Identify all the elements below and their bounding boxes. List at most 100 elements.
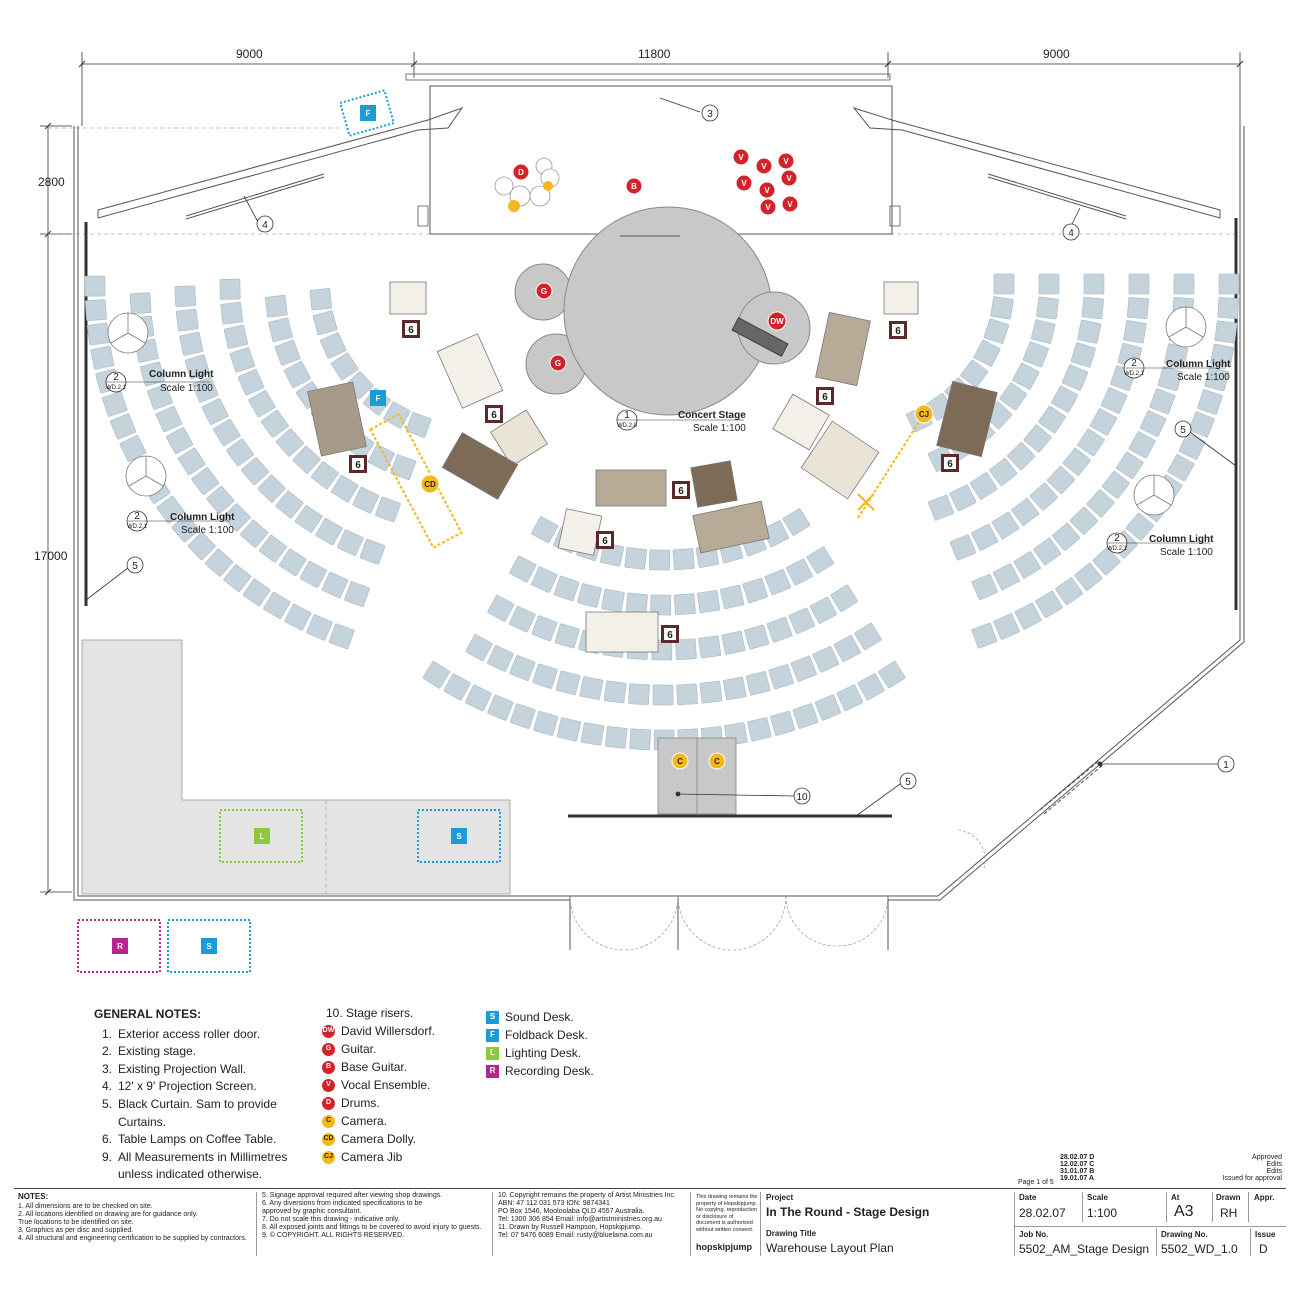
dimension-top-center: 11800 <box>638 47 671 61</box>
vocal-ensemble-marker: V <box>781 195 799 213</box>
seat <box>652 684 674 706</box>
seat <box>836 684 864 712</box>
camera-jib-marker: CJ <box>914 404 934 424</box>
revision-entry: 19.01.07 A <box>1060 1175 1094 1182</box>
seat <box>86 322 110 346</box>
seat <box>259 534 287 563</box>
legend-stage-risers: 10. Stage risers. <box>326 1006 414 1020</box>
seat <box>299 560 327 588</box>
ref-column-light-4: 2 WD.2.1 Column Light Scale 1:100 <box>1106 532 1214 558</box>
vocal-ensemble-marker: V <box>777 152 795 170</box>
seat <box>509 655 536 682</box>
foldback-desk-marker: F <box>370 390 386 406</box>
seat <box>487 645 514 672</box>
seat <box>782 508 811 536</box>
seat <box>223 324 248 349</box>
seat <box>1149 388 1176 415</box>
tb-project-label: Project <box>766 1193 794 1202</box>
seat <box>1139 410 1167 437</box>
seat <box>229 347 255 373</box>
seat <box>531 566 558 593</box>
seat <box>628 683 650 706</box>
seat <box>556 717 582 742</box>
seat <box>553 575 580 602</box>
table-lamp-marker: 6 <box>596 531 614 549</box>
svg-text:R: R <box>117 942 123 951</box>
seat <box>1035 590 1063 618</box>
title-block-line: 9. © COPYRIGHT. ALL RIGHTS RESERVED. <box>262 1232 405 1239</box>
tb-date-value: 28.02.07 <box>1019 1206 1066 1220</box>
callout-10: 10 <box>796 792 808 803</box>
dimension-left-main: 17000 <box>34 549 68 563</box>
seat <box>237 369 265 396</box>
column-lights <box>107 306 1207 516</box>
sound-desk-marker: S <box>451 828 467 844</box>
legend-badge: G <box>322 1042 335 1056</box>
seat <box>601 588 625 613</box>
seat <box>1128 431 1156 459</box>
vocal-ensemble-marker: V <box>759 198 777 216</box>
svg-text:Column Light: Column Light <box>170 512 235 523</box>
seat <box>649 549 671 571</box>
general-note-item: 5.Black Curtain. Sam to provide Curtains… <box>101 1096 277 1129</box>
table-lamp-marker: 6 <box>661 625 679 643</box>
seat <box>629 728 651 751</box>
seat <box>179 331 204 356</box>
seat <box>744 624 770 650</box>
seat <box>857 673 885 701</box>
seat <box>248 390 276 418</box>
tb-at-label: At <box>1171 1193 1180 1202</box>
seat <box>443 673 471 701</box>
seat <box>1101 470 1130 499</box>
foldback-desk-marker: F <box>360 105 376 121</box>
seat <box>949 534 976 561</box>
seat <box>1036 296 1059 320</box>
seat <box>110 413 137 440</box>
svg-text:WD.2.1: WD.2.1 <box>127 524 148 530</box>
seat <box>605 726 628 749</box>
seat <box>1038 405 1066 434</box>
seat <box>1012 362 1040 390</box>
seat <box>766 616 793 643</box>
seat <box>294 505 323 533</box>
title-block-line: document is authorised <box>696 1220 753 1226</box>
svg-text:V: V <box>738 153 744 162</box>
seat <box>487 594 515 622</box>
lounge-furniture <box>307 281 998 653</box>
seat <box>1077 428 1105 457</box>
seat <box>1214 320 1238 344</box>
svg-text:2: 2 <box>1131 358 1137 369</box>
title-block-line: or disclosure of <box>696 1213 734 1220</box>
seat <box>971 523 999 551</box>
seat <box>330 352 359 381</box>
seat <box>465 634 493 662</box>
legend-badge: D <box>322 1096 335 1110</box>
svg-text:6: 6 <box>491 410 497 421</box>
revision-description: Edits <box>1266 1161 1282 1168</box>
vocal-ensemble-marker: V <box>758 181 776 199</box>
seat <box>1055 577 1083 606</box>
seat <box>102 391 128 417</box>
seat <box>531 615 558 642</box>
seat <box>1051 385 1079 413</box>
seat <box>1115 451 1144 480</box>
dimension-top-right: 9000 <box>1043 47 1070 61</box>
svg-text:V: V <box>764 186 770 195</box>
svg-text:F: F <box>376 394 381 403</box>
seat <box>509 605 536 633</box>
revision-entry: 12.02.07 C <box>1060 1161 1095 1168</box>
svg-text:Scale 1:100: Scale 1:100 <box>181 525 234 536</box>
seat <box>971 573 998 601</box>
general-note-item: 1.Exterior access roller door. <box>101 1026 261 1041</box>
seat <box>579 676 604 700</box>
seat <box>191 467 220 495</box>
seat <box>697 590 721 614</box>
seat <box>790 655 817 682</box>
seat <box>283 361 311 389</box>
seat <box>973 339 1001 367</box>
tb-drawing-no-value: 5502_WD_1.0 <box>1161 1242 1238 1256</box>
seat <box>1089 408 1117 436</box>
svg-text:WD.2.1: WD.2.1 <box>106 385 127 391</box>
seat <box>1217 297 1240 319</box>
